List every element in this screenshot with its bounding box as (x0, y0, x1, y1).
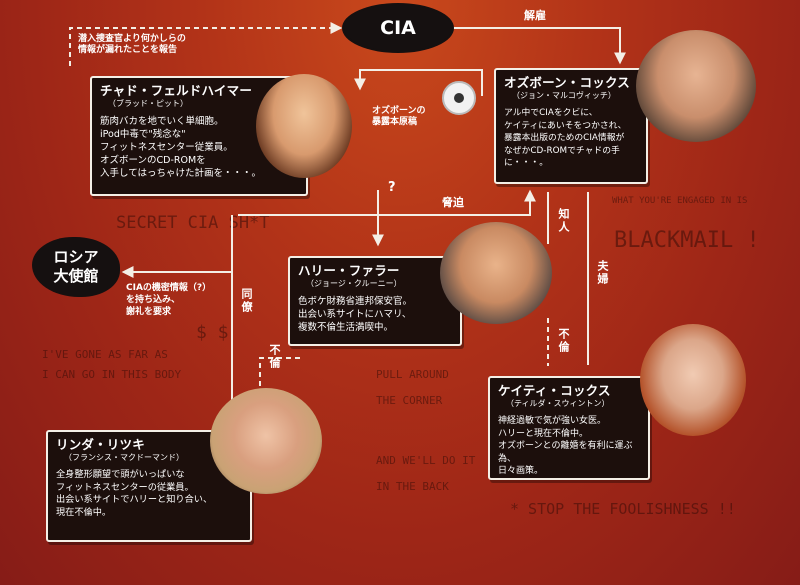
label-infiltrate: 潜入捜査官より何かしらの 情報が漏れたことを報告 (78, 34, 186, 55)
cd-rom-icon (442, 81, 476, 115)
katie-name: ケイティ・コックス (498, 383, 611, 398)
katie-actor: （ティルダ・スウィントン） (506, 399, 610, 408)
card-harry: ハリー・ファラー （ジョージ・クルーニー） 色ボケ財務省連邦保安官。 出会い系サ… (288, 256, 462, 346)
handwriting-back: AND WE'LL DO IT IN THE BACK (376, 454, 476, 493)
russia-embassy-node: ロシア 大使館 (32, 237, 120, 297)
label-affair-linda: 不倫 (268, 344, 281, 370)
handwriting-secret: SECRET CIA SH*T (116, 213, 270, 233)
label-blackmail: 脅迫 (442, 196, 464, 209)
katie-desc: 神経過敏で気が強い女医。 ハリーと現在不倫中。 オズボーンとの離婚を有利に運ぶ為… (498, 416, 633, 476)
osborne-name: オズボーン・コックス (504, 75, 631, 90)
label-fired: 解雇 (524, 9, 546, 22)
harry-name: ハリー・ファラー (298, 263, 400, 278)
linda-desc: 全身整形願望で頭がいっぱいな フィットネスセンターの従業員。 出会い系サイトでハ… (56, 469, 213, 518)
harry-desc: 色ボケ財務省連邦保安官。 出会い系サイトにハマリ、 複数不倫生活満喫中。 (298, 296, 413, 333)
osborne-desc: アル中でCIAをクビに、 ケイティにあいそをつかされ、 暴露本出版のためのCIA… (504, 108, 627, 168)
russia-label-line2: 大使館 (53, 267, 99, 285)
chad-actor: （ブラッド・ピット） (108, 99, 188, 108)
harry-photo (440, 222, 552, 324)
label-couple: 夫婦 (596, 260, 609, 286)
card-osborne: オズボーン・コックス （ジョン・マルコヴィッチ） アル中でCIAをクビに、 ケイ… (494, 68, 648, 184)
handwriting-stop: * STOP THE FOOLISHNESS !! (510, 500, 736, 518)
handwriting-blackmail: BLACKMAIL ! (614, 228, 760, 253)
label-acquaint: 知人 (557, 208, 570, 234)
chad-photo (256, 74, 352, 178)
handwriting-engaged: WHAT YOU'RE ENGAGED IN IS (612, 196, 748, 206)
chad-name: チャド・フェルドハイマー (100, 83, 253, 98)
cia-node: CIA (344, 5, 452, 51)
handwriting-pull: PULL AROUND THE CORNER (376, 368, 449, 407)
chad-desc: 筋肉バカを地でいく単細胞。 iPod中毒で"残念な" フィットネスセンター従業員… (100, 116, 262, 179)
harry-actor: （ジョージ・クルーニー） (306, 279, 402, 288)
handwriting-dollars: $ $ (196, 322, 229, 343)
label-coworker: 同僚 (240, 288, 253, 314)
card-katie: ケイティ・コックス （ティルダ・スウィントン） 神経過敏で気が強い女医。 ハリー… (488, 376, 650, 480)
label-question: ? (388, 180, 396, 195)
label-affair-katie: 不倫 (557, 328, 570, 354)
handwriting-gone: I'VE GONE AS FAR AS I CAN GO IN THIS BOD… (42, 348, 182, 381)
linda-photo (210, 388, 322, 494)
label-manuscript: オズボーンの 暴露本原稿 (372, 106, 426, 127)
russia-label-line1: ロシア (53, 248, 99, 266)
katie-photo (640, 324, 746, 436)
linda-name: リンダ・リツキ (56, 437, 145, 452)
osborne-photo (636, 30, 756, 142)
label-russia-note: CIAの機密情報（?） を持ち込み、 謝礼を要求 (126, 283, 212, 317)
osborne-actor: （ジョン・マルコヴィッチ） (512, 91, 616, 100)
linda-actor: （フランシス・マクドーマンド） (64, 453, 184, 462)
